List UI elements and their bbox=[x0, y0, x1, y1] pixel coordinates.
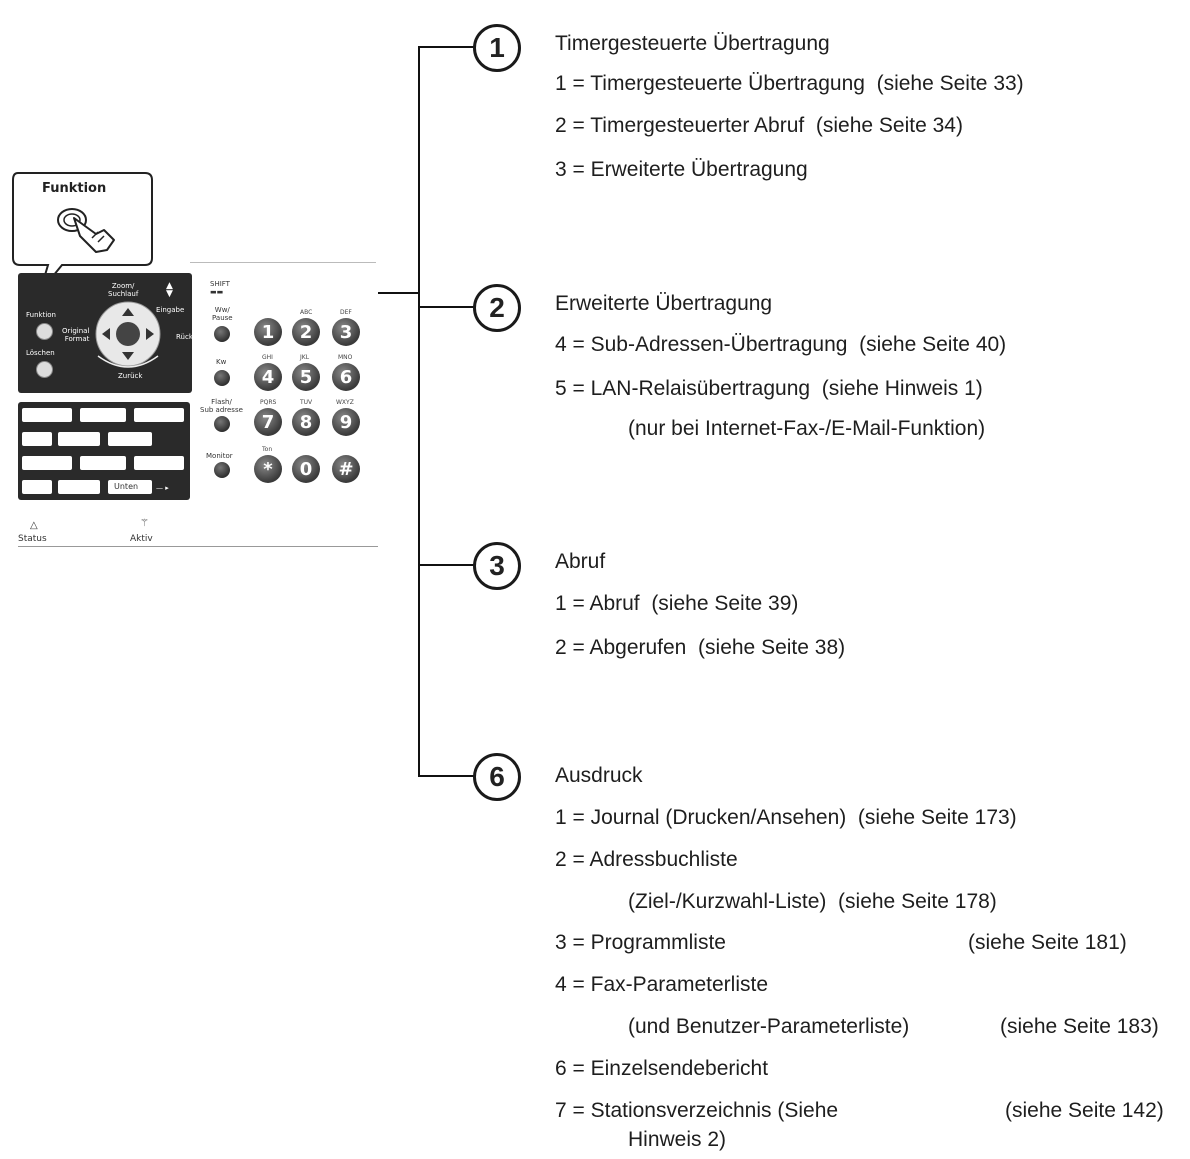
menu-item-note: (Ziel-/Kurzwahl-Liste) (siehe Seite 178) bbox=[628, 890, 997, 913]
unten-key[interactable] bbox=[108, 480, 152, 494]
page-reference: (siehe Seite 142) bbox=[1005, 1099, 1164, 1122]
funktion-button[interactable] bbox=[36, 323, 53, 340]
sd-logo: SHIFT▬▬ bbox=[210, 280, 230, 296]
ton-label: Ton bbox=[262, 446, 273, 453]
menu-item: 2 = Adressbuchliste bbox=[555, 848, 738, 871]
keypad-key-6[interactable]: 6 bbox=[332, 363, 360, 391]
wahlpause-button[interactable] bbox=[214, 326, 230, 342]
pointing-hand-icon bbox=[57, 208, 115, 253]
wahlpause-label: Ww/ Pause bbox=[212, 306, 233, 322]
menu-item: 4 = Sub-Adressen-Übertragung (siehe Seit… bbox=[555, 333, 1007, 356]
menu-item: 3 = Erweiterte Übertragung bbox=[555, 158, 808, 181]
keypad-key-4[interactable]: 4 bbox=[254, 363, 282, 391]
status-indicator-icon: △ bbox=[30, 520, 38, 531]
menu-item-note: Hinweis 2) bbox=[628, 1128, 727, 1151]
keypad-key-2[interactable]: 2 bbox=[292, 318, 320, 346]
keypad-letters: GHI bbox=[262, 354, 273, 361]
keypad-key-3[interactable]: 3 bbox=[332, 318, 360, 346]
direction-pad[interactable] bbox=[92, 296, 164, 376]
section-number-badge: 2 bbox=[473, 284, 521, 332]
loeschen-label: Löschen bbox=[26, 349, 55, 357]
page-reference: (siehe Seite 183) bbox=[1000, 1015, 1159, 1038]
section-number-badge: 6 bbox=[473, 753, 521, 801]
section-title: Abruf bbox=[555, 550, 606, 573]
section-title: Erweiterte Übertragung bbox=[555, 292, 773, 315]
menu-item: 2 = Abgerufen (siehe Seite 38) bbox=[555, 636, 846, 659]
monitor-label: Monitor bbox=[206, 452, 233, 460]
kw-label: Kw bbox=[216, 358, 227, 366]
menu-item: 6 = Einzelsendebericht bbox=[555, 1057, 769, 1080]
menu-item: 5 = LAN-Relaisübertragung (siehe Hinweis… bbox=[555, 377, 983, 400]
keypad-letters: PQRS bbox=[260, 399, 277, 406]
keypad-key-1[interactable]: 1 bbox=[254, 318, 282, 346]
aktiv-label: Aktiv bbox=[130, 534, 153, 544]
section-number-badge: 1 bbox=[473, 24, 521, 72]
menu-item: 2 = Timergesteuerter Abruf (siehe Seite … bbox=[555, 114, 963, 137]
keypad-key-0[interactable]: 0 bbox=[292, 455, 320, 483]
section-number-badge: 3 bbox=[473, 542, 521, 590]
menu-item: 3 = Programmliste bbox=[555, 931, 726, 954]
tree-connector bbox=[378, 292, 420, 294]
kw-button[interactable] bbox=[214, 370, 230, 386]
loeschen-button[interactable] bbox=[36, 361, 53, 378]
keypad-key-9[interactable]: 9 bbox=[332, 408, 360, 436]
callout-label: Funktion bbox=[42, 181, 107, 196]
eingabe-label: Eingabe bbox=[156, 306, 185, 314]
keypad-letters: MNO bbox=[338, 354, 353, 361]
updown-icon: ▲▼ bbox=[166, 281, 173, 299]
menu-item-note: (und Benutzer-Parameterliste) bbox=[628, 1015, 910, 1038]
menu-item: 1 = Journal (Drucken/Ansehen) (siehe Sei… bbox=[555, 806, 1017, 829]
tree-branch-1 bbox=[418, 46, 474, 48]
flash-button[interactable] bbox=[214, 416, 230, 432]
aktiv-indicator-icon: ⚚ bbox=[140, 518, 149, 529]
funktion-label: Funktion bbox=[26, 311, 56, 319]
tree-branch-3 bbox=[418, 564, 474, 566]
keypad-key-hash[interactable]: # bbox=[332, 455, 360, 483]
section-title: Ausdruck bbox=[555, 764, 643, 787]
zurueck-label: Zurück bbox=[118, 372, 143, 380]
menu-item-note: (nur bei Internet-Fax-/E-Mail-Funktion) bbox=[628, 417, 986, 440]
keypad-key-7[interactable]: 7 bbox=[254, 408, 282, 436]
menu-item: 4 = Fax-Parameterliste bbox=[555, 973, 768, 996]
menu-item: 1 = Abruf (siehe Seite 39) bbox=[555, 592, 799, 615]
section-title: Timergesteuerte Übertragung bbox=[555, 32, 830, 55]
status-label: Status bbox=[18, 534, 47, 544]
tree-branch-6 bbox=[418, 775, 474, 777]
keypad-key-star[interactable]: * bbox=[254, 455, 282, 483]
keypad-key-5[interactable]: 5 bbox=[292, 363, 320, 391]
keypad-letters: JKL bbox=[300, 354, 310, 361]
keypad-letters: DEF bbox=[340, 309, 352, 316]
unten-label: Unten bbox=[114, 482, 139, 491]
keypad-letters: ABC bbox=[300, 309, 313, 316]
keypad-key-8[interactable]: 8 bbox=[292, 408, 320, 436]
menu-item: 7 = Stationsverzeichnis (Siehe bbox=[555, 1099, 839, 1122]
tree-trunk bbox=[418, 47, 420, 777]
original-format-label: Original Format bbox=[62, 327, 90, 343]
zoom-label: Zoom/ Suchlauf bbox=[108, 282, 139, 298]
monitor-button[interactable] bbox=[214, 462, 230, 478]
page-reference: (siehe Seite 181) bbox=[968, 931, 1127, 954]
tree-branch-2 bbox=[418, 306, 474, 308]
keypad-letters: WXYZ bbox=[336, 399, 354, 406]
reset-label: Rücksetz. bbox=[176, 333, 210, 341]
keypad-letters: TUV bbox=[300, 399, 313, 406]
menu-item: 1 = Timergesteuerte Übertragung (siehe S… bbox=[555, 72, 1024, 95]
flash-label: Flash/ Sub adresse bbox=[200, 398, 243, 414]
